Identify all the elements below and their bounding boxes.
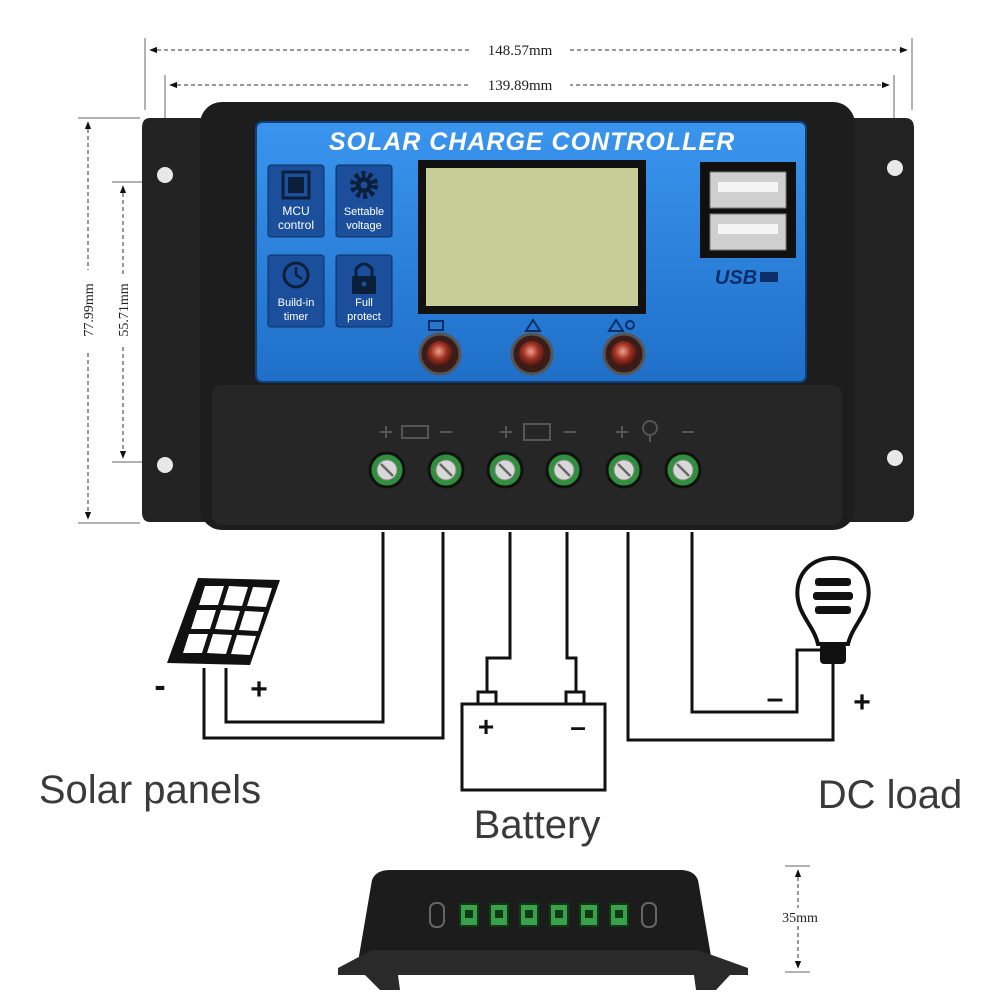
solar-symbol-icon <box>380 425 452 439</box>
terminal-solar-positive[interactable] <box>368 451 406 489</box>
load-bulb-icon <box>607 318 635 332</box>
usb-label: USB <box>715 267 757 289</box>
chip-icon <box>281 170 311 200</box>
menu-icon <box>428 320 444 331</box>
clock-icon <box>282 261 310 289</box>
feature-settable-voltage: Settable voltage <box>335 164 393 238</box>
mounting-hole <box>887 450 903 466</box>
mounting-hole <box>157 167 173 183</box>
dimension-depth-label: 35mm <box>782 911 818 926</box>
solar-minus-sign: - <box>154 667 165 705</box>
dimension-hole-height-label: 55.71mm <box>117 283 132 336</box>
terminal-symbols <box>380 420 694 442</box>
controller-title: SOLAR CHARGE CONTROLLER <box>329 128 735 156</box>
terminal-solar-negative[interactable] <box>427 451 465 489</box>
solar-panel-icon <box>167 578 280 665</box>
lcd-screen <box>426 168 638 306</box>
controller-front-view: SOLAR CHARGE CONTROLLER MCU control Sett… <box>142 102 914 530</box>
dimension-overall-height: 77.99mm <box>78 117 140 524</box>
menu-button[interactable] <box>418 332 462 376</box>
dimension-hole-width-label: 139.89mm <box>488 78 553 94</box>
feature-mcu-control: MCU control <box>267 164 325 238</box>
controller-side-view <box>338 870 748 990</box>
usb-ports <box>700 162 796 258</box>
feature-label-line1: Build-in <box>278 297 315 309</box>
feature-label-line1: Settable <box>344 206 384 218</box>
terminal-battery-negative[interactable] <box>545 451 583 489</box>
feature-label-line1: Full <box>355 297 373 309</box>
battery-label: Battery <box>474 803 601 847</box>
load-minus-sign: – <box>767 682 784 715</box>
battery-plus-sign: + <box>478 711 494 742</box>
dimension-depth: 35mm <box>775 865 825 973</box>
terminal-load-negative[interactable] <box>664 451 702 489</box>
battery-icon <box>460 690 607 792</box>
lock-icon <box>352 262 376 294</box>
lightbulb-icon <box>795 555 871 664</box>
dimension-overall-width-label: 148.57mm <box>488 43 553 59</box>
wiring-lines <box>202 532 835 742</box>
mounting-flange-left <box>142 118 205 522</box>
feature-label-line1: MCU <box>282 204 309 218</box>
dimension-overall-width: 148.57mm <box>144 38 913 110</box>
up-button[interactable] <box>510 332 554 376</box>
mounting-hole <box>157 457 173 473</box>
mounting-hole <box>887 160 903 176</box>
lamp-symbol-icon <box>616 420 694 442</box>
dimension-hole-height: 55.71mm <box>112 181 160 463</box>
mounting-flange-right <box>850 118 914 522</box>
feature-label-line2: voltage <box>346 220 381 232</box>
wire-load-positive <box>626 532 835 742</box>
feature-label-line2: timer <box>284 311 309 323</box>
load-plus-sign: + <box>853 686 871 719</box>
terminal-load-positive[interactable] <box>605 451 643 489</box>
warning-icon <box>524 318 542 332</box>
feature-build-in-timer: Build-in timer <box>267 254 325 328</box>
dc-load-label: DC load <box>818 773 963 817</box>
wire-battery-positive <box>485 532 512 694</box>
wire-solar-negative <box>202 532 445 740</box>
wire-battery-negative <box>565 532 578 694</box>
feature-full-protect: Full protect <box>335 254 393 328</box>
battery-minus-sign: – <box>570 711 586 742</box>
wire-load-negative <box>690 532 822 714</box>
wire-solar-positive <box>224 532 385 724</box>
battery-symbol-icon <box>500 423 576 441</box>
feature-label-line2: control <box>278 218 314 232</box>
solar-plus-sign: + <box>250 673 268 706</box>
solar-panels-label: Solar panels <box>39 768 261 812</box>
load-button[interactable] <box>602 332 646 376</box>
usb-logo: USB <box>715 267 778 289</box>
gear-icon <box>350 171 378 199</box>
feature-label-line2: protect <box>347 311 381 323</box>
terminal-battery-positive[interactable] <box>486 451 524 489</box>
dimension-overall-height-label: 77.99mm <box>82 283 97 336</box>
